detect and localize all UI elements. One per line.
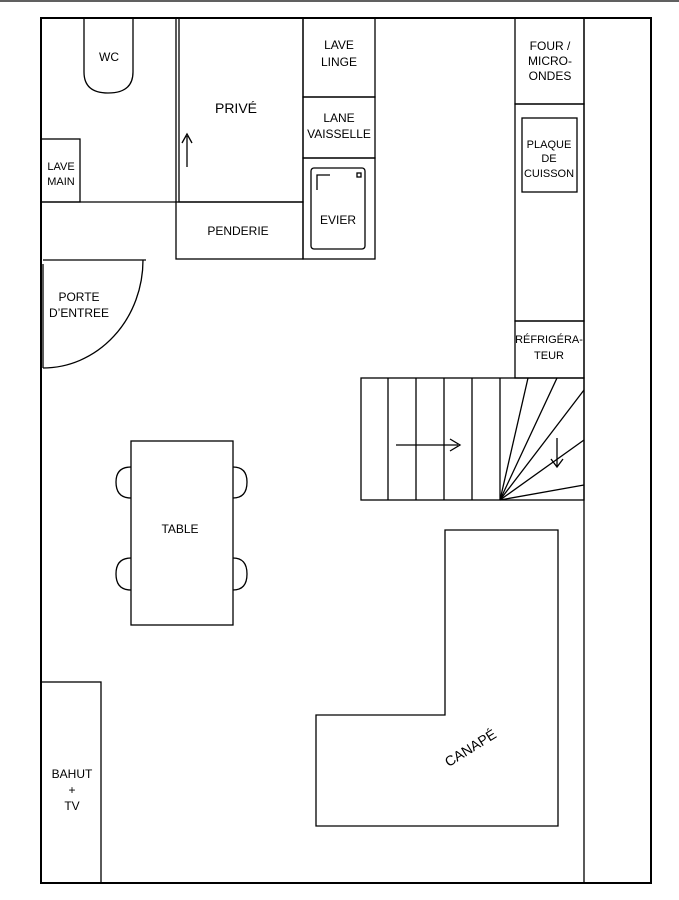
- evier: EVIER: [302, 157, 376, 260]
- stairs-down-arrow-head: [550, 458, 564, 469]
- porte-entree: PORTE D’ENTREE: [42, 259, 146, 369]
- penderie-label: PENDERIE: [207, 224, 268, 238]
- lave-vaisselle-label-1: LANE: [323, 111, 354, 125]
- bahut-label-2: +: [68, 783, 75, 797]
- evier-label: EVIER: [320, 213, 356, 227]
- prive-arrow-head: [181, 132, 193, 144]
- kitchen-column: FOUR / MICRO- ONDES PLAQUE DE CUISSON RÉ…: [514, 17, 585, 379]
- evier-drain: [316, 174, 330, 190]
- bahut-label-1: BAHUT: [52, 767, 93, 781]
- lave-main: LAVE MAIN: [40, 138, 81, 203]
- lave-main-label-2: MAIN: [47, 176, 75, 188]
- table-label: TABLE: [161, 522, 198, 536]
- staircase: [360, 377, 585, 501]
- four-label-1: FOUR /: [530, 39, 571, 53]
- chair-left-top: [115, 466, 132, 499]
- plaque-label-1: PLAQUE: [527, 139, 572, 151]
- wc-label: WC: [99, 50, 119, 64]
- plaque-label-2: DE: [541, 153, 556, 165]
- lave-main-label-1: LAVE: [47, 161, 74, 173]
- plaque-cuisson: [521, 117, 578, 193]
- dining-table: TABLE: [115, 440, 248, 626]
- chair-right-bottom: [232, 557, 248, 591]
- lave-linge-label-1: LAVE: [324, 38, 354, 52]
- prive-label: PRIVÉ: [215, 100, 257, 116]
- plaque-label-3: CUISSON: [524, 168, 574, 180]
- chair-right-top: [232, 466, 248, 499]
- four-label-3: ONDES: [529, 69, 572, 83]
- lave-linge-label-2: LINGE: [321, 55, 357, 69]
- chair-left-bottom: [115, 557, 132, 591]
- evier-basin: [310, 167, 366, 250]
- frigo-label-1: RÉFRIGÉRA-: [515, 333, 583, 346]
- lave-vaisselle-label-2: VAISSELLE: [307, 127, 371, 141]
- porte-swing-arc: [42, 259, 144, 369]
- stairs-arrow-head: [449, 438, 462, 452]
- porte-label-2: D’ENTREE: [49, 306, 109, 320]
- bahut-tv: BAHUT + TV: [40, 681, 102, 884]
- bahut-label-3: TV: [64, 799, 79, 813]
- wc-toilet-bowl: [83, 18, 134, 94]
- porte-label-1: PORTE: [58, 290, 99, 304]
- frigo-label-2: TEUR: [534, 350, 564, 362]
- four-label-2: MICRO-: [528, 54, 572, 68]
